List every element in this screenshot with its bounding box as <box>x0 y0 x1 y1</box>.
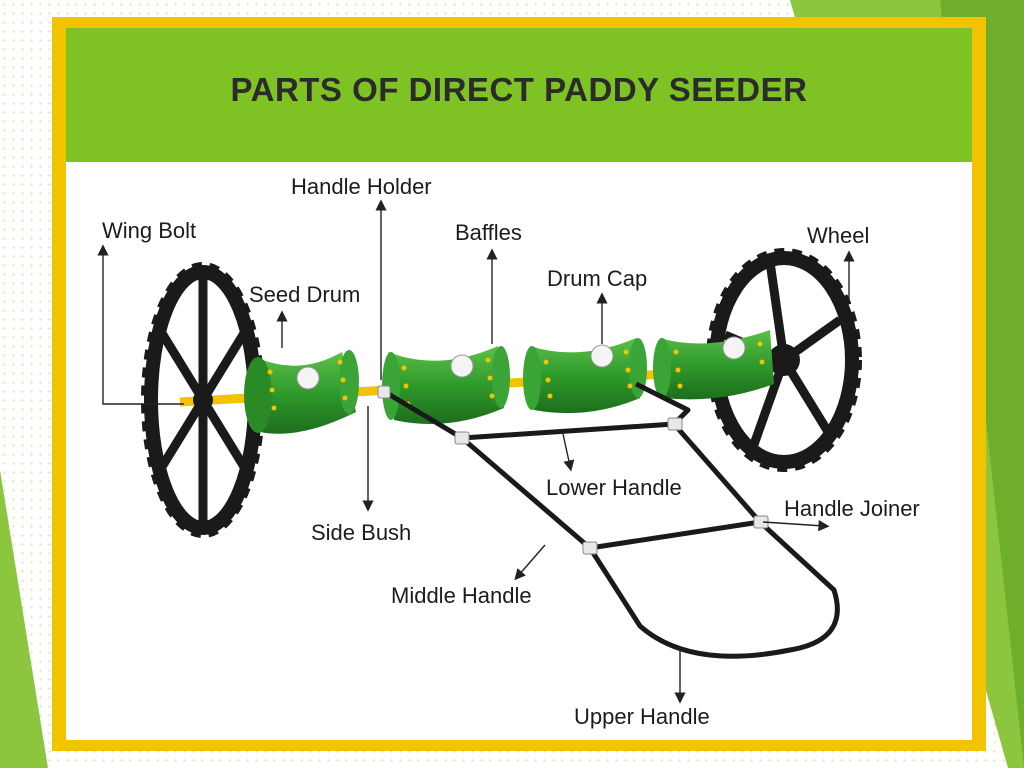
label-lower-handle: Lower Handle <box>546 475 682 500</box>
label-wing-bolt: Wing Bolt <box>102 218 196 243</box>
label-side-bush: Side Bush <box>311 520 411 545</box>
label-seed-drum: Seed Drum <box>249 282 360 307</box>
title-banner: PARTS OF DIRECT PADDY SEEDER <box>66 28 972 162</box>
label-drum-cap: Drum Cap <box>547 266 647 291</box>
label-upper-handle: Upper Handle <box>574 704 710 729</box>
middle-handle-shape <box>460 422 763 551</box>
page-title: PARTS OF DIRECT PADDY SEEDER <box>230 71 808 108</box>
diagram-panel: Handle Holder Wing Bolt Baffles Wheel Se… <box>66 162 972 740</box>
label-wheel: Wheel <box>807 223 869 248</box>
seed-drum-4 <box>653 330 774 400</box>
seed-drum-3 <box>523 338 647 414</box>
label-handle-holder: Handle Holder <box>291 174 432 199</box>
seed-drum-2 <box>382 346 510 424</box>
handle-frame <box>383 381 840 659</box>
upper-handle-shape <box>587 520 840 659</box>
leader-lines <box>97 199 855 704</box>
label-baffles: Baffles <box>455 220 522 245</box>
left-green-stripe <box>0 470 48 768</box>
handle-joiners <box>377 385 769 555</box>
seeder-diagram: Handle Holder Wing Bolt Baffles Wheel Se… <box>97 174 920 729</box>
seed-drum-1 <box>244 350 359 434</box>
label-middle-handle: Middle Handle <box>391 583 532 608</box>
label-handle-joiner: Handle Joiner <box>784 496 920 521</box>
